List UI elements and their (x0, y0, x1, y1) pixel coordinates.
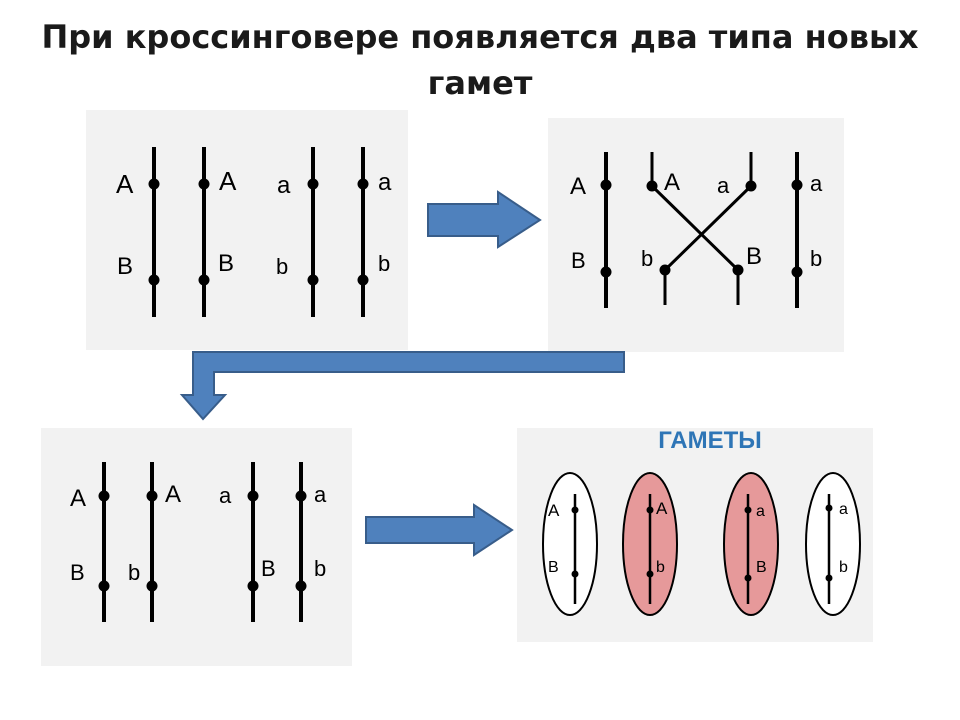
gamete-1: A B (542, 472, 598, 616)
locus-dot (791, 179, 803, 191)
allele-label: A (548, 501, 560, 520)
chromosome-1: A B (70, 462, 110, 622)
locus-dot (357, 178, 369, 190)
chromosome-right: a b (791, 152, 823, 308)
allele-label: B (218, 250, 234, 277)
allele-label: a (839, 501, 848, 518)
allele-label: B (756, 559, 767, 576)
allele-label: A (116, 169, 134, 199)
allele-label: b (314, 556, 326, 581)
chromosome-4: a b (357, 147, 392, 317)
allele-label: b (128, 560, 140, 585)
gamete-outline (542, 472, 598, 616)
gametes-heading: ГАМЕТЫ (658, 427, 762, 454)
locus-dot (198, 274, 210, 286)
locus-dot (659, 264, 671, 276)
allele-label: B (70, 560, 85, 585)
arrow-right-bottom (365, 503, 514, 557)
locus-dot (646, 506, 654, 514)
chromosome-2: A B (198, 147, 237, 317)
allele-label: a (219, 483, 232, 508)
locus-dot (744, 574, 752, 582)
locus-dot (646, 180, 658, 192)
allele-label: a (277, 172, 291, 199)
chromosome-1: A B (116, 147, 160, 317)
allele-label: B (548, 559, 559, 576)
chromosome-3: a b (276, 147, 319, 317)
locus-dot (307, 178, 319, 190)
locus-dot (571, 570, 579, 578)
locus-dot (146, 580, 158, 592)
locus-dot (295, 490, 307, 502)
locus-dot (98, 490, 110, 502)
panel-crossover-background (548, 118, 844, 352)
panel-recombined-background (41, 428, 352, 666)
locus-dot (646, 570, 654, 578)
locus-dot (247, 580, 259, 592)
locus-dot (98, 580, 110, 592)
allele-label: b (378, 251, 390, 276)
locus-dot (148, 178, 160, 190)
locus-dot (600, 179, 612, 191)
gamete-3: a B (723, 472, 779, 616)
locus-dot (732, 264, 744, 276)
gamete-outline (723, 472, 779, 616)
panel-recombined: A B A b a B a b (70, 462, 327, 622)
allele-label: b (656, 559, 665, 576)
chromosome-crossing-1: A B (646, 152, 762, 305)
chromosome-left: A B (570, 152, 612, 308)
gamete-outline (805, 472, 861, 616)
allele-label: b (641, 246, 653, 271)
allele-label: a (314, 482, 327, 507)
allele-label: B (261, 556, 276, 581)
locus-dot (198, 178, 210, 190)
arrow-bent-down (179, 351, 625, 421)
locus-dot (825, 574, 833, 582)
allele-label: a (756, 503, 765, 520)
locus-dot (357, 274, 369, 286)
locus-dot (744, 506, 752, 514)
locus-dot (307, 274, 319, 286)
locus-dot (247, 490, 259, 502)
allele-label: b (810, 246, 822, 271)
allele-label: A (656, 499, 668, 518)
allele-label: b (839, 559, 848, 576)
locus-dot (148, 274, 160, 286)
allele-label: B (746, 243, 762, 270)
panel-gametes: ГАМЕТЫ A B A b a B (542, 427, 861, 616)
locus-dot (295, 580, 307, 592)
locus-dot (745, 180, 757, 192)
slide-title: При кроссинговере появляется два типа но… (0, 14, 960, 106)
allele-label: A (219, 166, 237, 196)
panel-parental-background (86, 110, 408, 350)
allele-label: A (664, 169, 680, 196)
chromosome-2: A b (128, 462, 181, 622)
allele-label: a (378, 169, 392, 196)
locus-dot (825, 504, 833, 512)
arrow-right-top (427, 190, 542, 249)
gamete-4: a b (805, 472, 861, 616)
title-line-1: При кроссинговере появляется два типа но… (41, 18, 919, 56)
allele-label: a (717, 173, 730, 198)
chromosome-4: a b (295, 462, 327, 622)
gamete-2: A b (622, 472, 678, 616)
chromosome-3: a B (219, 462, 276, 622)
allele-label: A (70, 485, 86, 512)
allele-label: A (570, 173, 586, 200)
locus-dot (791, 266, 803, 278)
allele-label: a (810, 171, 823, 196)
locus-dot (600, 266, 612, 278)
chromosome-crossing-2: a b (641, 152, 757, 305)
allele-label: A (165, 481, 181, 508)
allele-label: b (276, 254, 288, 279)
title-line-2: гамет (427, 64, 533, 102)
locus-dot (571, 506, 579, 514)
panel-parental: A B A B a b a b (116, 147, 392, 317)
panel-crossover: A B A B a b a b (570, 152, 823, 308)
locus-dot (146, 490, 158, 502)
allele-label: B (571, 248, 586, 273)
allele-label: B (117, 253, 133, 280)
